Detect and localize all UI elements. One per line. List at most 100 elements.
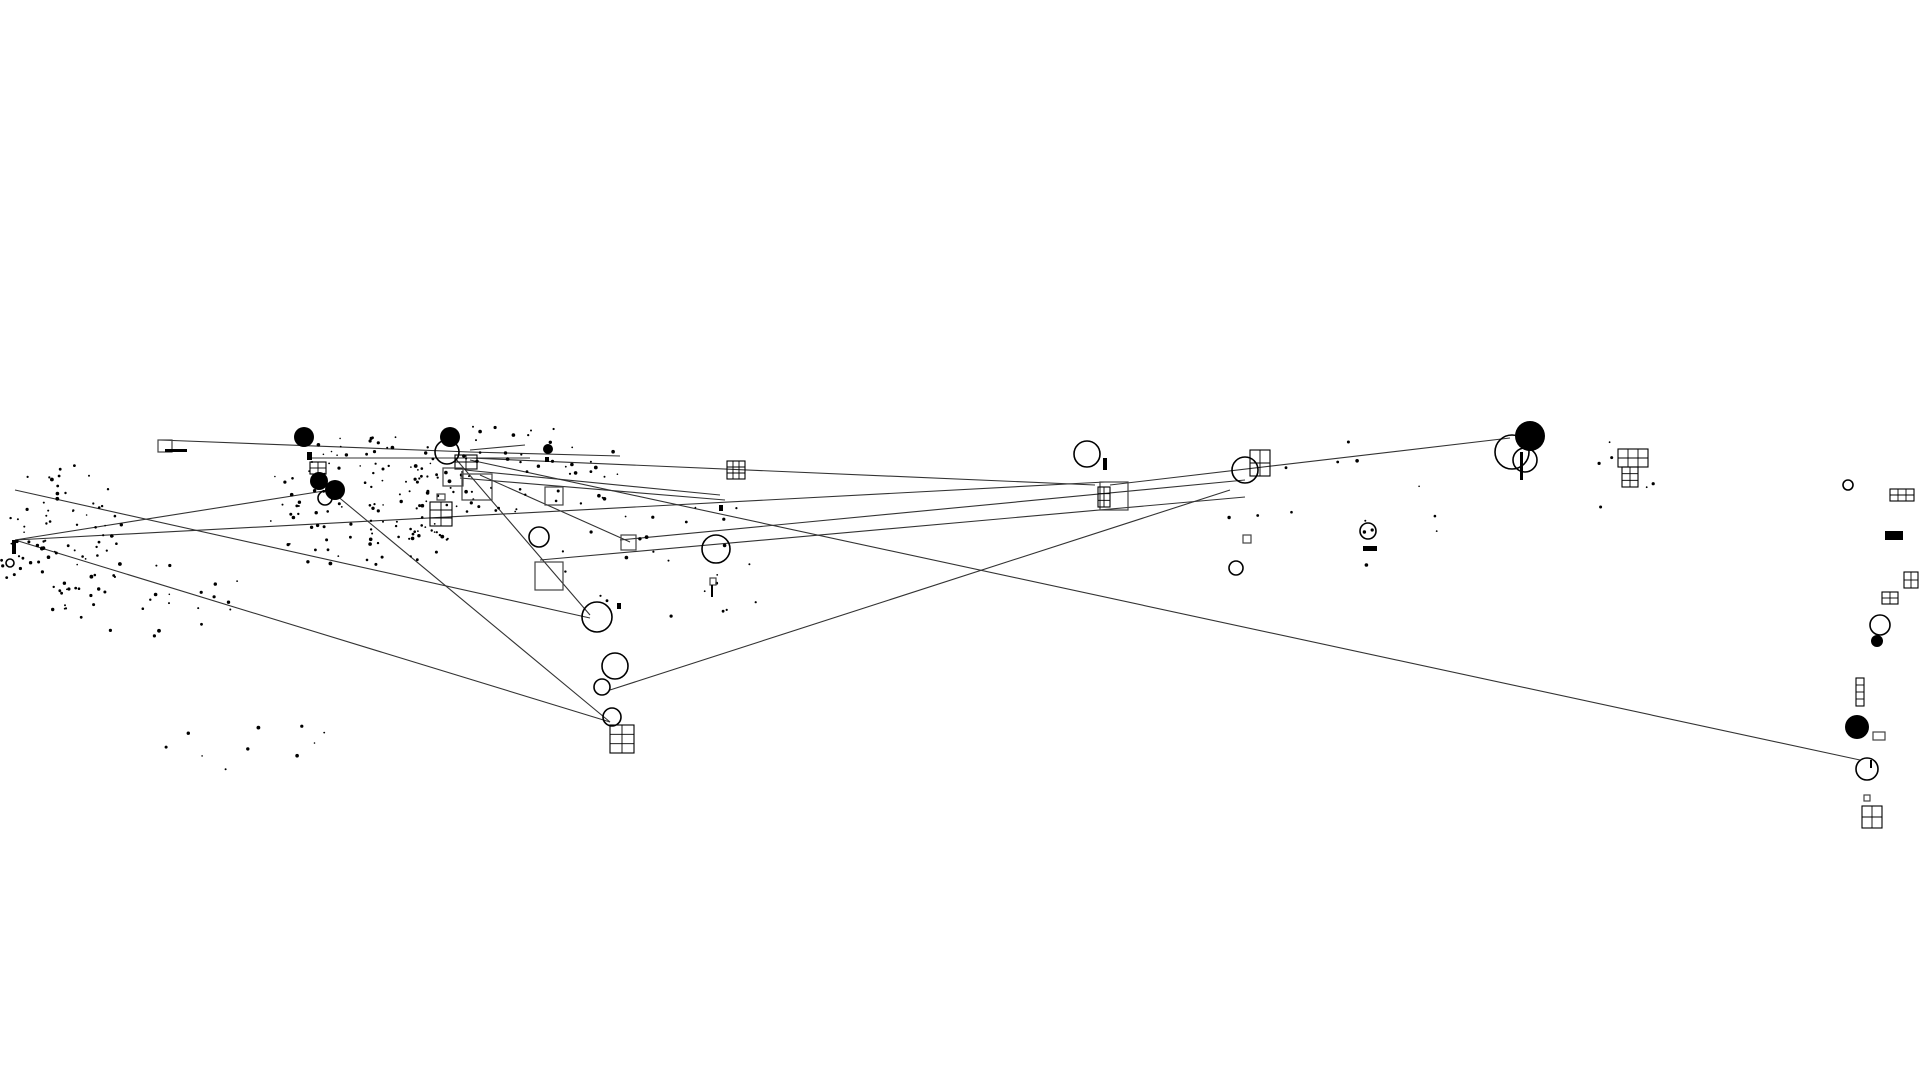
scatter-dot xyxy=(21,556,25,560)
ring-node xyxy=(5,558,15,568)
scatter-dot xyxy=(579,502,583,505)
grid-node xyxy=(1903,571,1919,589)
scatter-dot xyxy=(426,446,429,449)
scatter-dot xyxy=(326,548,330,552)
scatter-dot xyxy=(17,555,21,558)
scatter-dot xyxy=(336,454,338,457)
scatter-dot xyxy=(597,493,601,498)
scatter-dot xyxy=(1433,514,1437,518)
scatter-dot xyxy=(368,542,372,546)
scatter-dot xyxy=(85,514,88,516)
scatter-dot xyxy=(45,514,48,517)
bar-node xyxy=(1870,760,1872,768)
square-node xyxy=(620,534,637,551)
scatter-dot xyxy=(424,526,427,528)
scatter-dot xyxy=(104,524,106,527)
edge xyxy=(469,457,1096,486)
scatter-dot xyxy=(369,436,373,440)
scatter-dot xyxy=(66,544,70,548)
scatter-dot xyxy=(478,451,482,454)
scatter-dot xyxy=(440,534,445,539)
scatter-dot xyxy=(376,541,380,545)
scatter-dot xyxy=(365,452,368,456)
scatter-dot xyxy=(363,481,367,485)
scatter-dot xyxy=(119,523,124,527)
scatter-dot xyxy=(413,530,417,533)
scatter-dot xyxy=(62,581,67,585)
scatter-dot xyxy=(703,590,706,593)
scatter-dot xyxy=(23,525,26,528)
ring-node xyxy=(593,678,611,696)
scatter-dot xyxy=(548,440,552,444)
scatter-dot xyxy=(1608,441,1611,444)
scatter-dot xyxy=(349,535,352,539)
grid-node xyxy=(454,454,478,470)
scatter-dot xyxy=(27,540,31,544)
square-node xyxy=(442,467,464,487)
scatter-dot xyxy=(381,479,384,482)
scatter-dot xyxy=(106,488,110,491)
scatter-dot xyxy=(0,558,3,562)
scatter-dot xyxy=(435,531,438,534)
scatter-dot xyxy=(81,555,84,558)
scatter-dot xyxy=(5,576,9,579)
scatter-dot xyxy=(368,537,373,542)
edge xyxy=(14,539,611,723)
edge xyxy=(459,477,726,501)
scatter-dot xyxy=(73,464,76,467)
scatter-dot xyxy=(408,537,411,540)
scatter-dot xyxy=(368,439,372,443)
scatter-dot xyxy=(409,527,412,531)
scatter-dot xyxy=(561,550,565,553)
edge xyxy=(609,489,1231,691)
scatter-dot xyxy=(371,532,374,535)
scatter-dot xyxy=(10,542,13,545)
scatter-dot xyxy=(15,539,19,544)
scatter-dot xyxy=(684,520,688,524)
scatter-dot xyxy=(153,592,158,597)
node-layer xyxy=(5,421,1919,829)
edge xyxy=(14,481,1106,541)
scatter-dot xyxy=(41,546,46,550)
scatter-dot xyxy=(593,465,598,470)
bar-node xyxy=(1363,546,1377,551)
scatter-dot xyxy=(413,477,417,481)
scatter-dot xyxy=(199,590,203,594)
scatter-dot xyxy=(300,724,304,728)
scatter-dot xyxy=(89,593,93,598)
ring-node xyxy=(581,601,613,633)
scatter-dot xyxy=(469,501,473,505)
scatter-dot xyxy=(322,525,326,529)
scatter-dot xyxy=(652,550,655,553)
edge xyxy=(479,474,631,543)
scatter-dot xyxy=(1645,486,1648,489)
scatter-dot xyxy=(1418,485,1420,488)
grid-node xyxy=(1861,805,1883,829)
scatter-dot xyxy=(417,530,419,532)
scatter-dot xyxy=(92,502,95,505)
scatter-dot xyxy=(281,503,284,506)
scatter-dot xyxy=(105,549,108,552)
grid-node xyxy=(1621,466,1639,488)
scatter-dot xyxy=(478,429,482,434)
scatter-dot xyxy=(9,516,12,520)
scatter-dot xyxy=(371,506,375,510)
ring-node xyxy=(1359,522,1377,540)
scatter-dot xyxy=(113,514,117,518)
scatter-dot xyxy=(426,475,429,478)
scatter-dot xyxy=(28,561,33,565)
scatter-dot xyxy=(468,475,470,478)
scatter-dot xyxy=(431,457,435,461)
scatter-dot xyxy=(274,475,276,478)
scatter-dot xyxy=(716,574,719,576)
scatter-dot xyxy=(754,601,757,604)
scatter-dot xyxy=(89,574,94,579)
scatter-dot xyxy=(573,471,578,475)
scatter-dot xyxy=(1256,514,1260,517)
scatter-dot xyxy=(409,555,412,558)
scatter-dot xyxy=(514,510,517,513)
scatter-dot xyxy=(64,607,68,610)
scatter-dot xyxy=(168,593,171,596)
scatter-dot xyxy=(224,768,227,771)
